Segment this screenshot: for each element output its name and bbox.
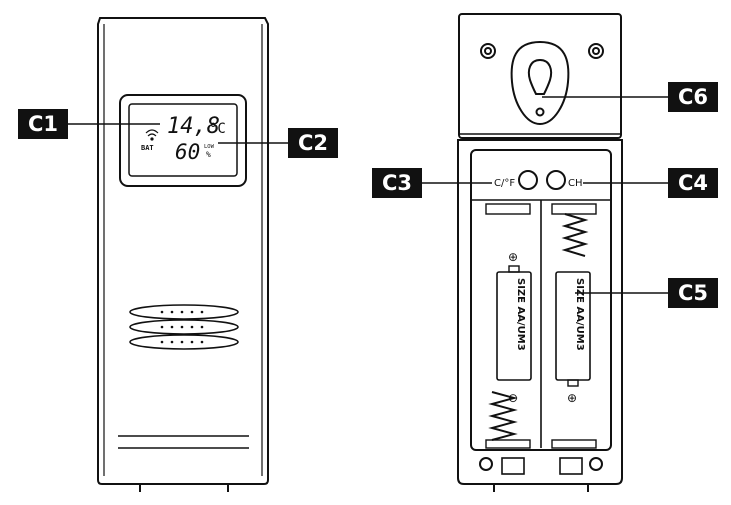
callout-c2: C2 [288,128,338,158]
signal-icon [145,129,159,141]
back-top-cap [458,13,622,139]
speaker-dots [160,310,204,344]
speaker-slot-2 [129,319,239,335]
lcd-humidity-top: LOW [204,144,215,150]
lcd-humidity: 60 [175,140,200,164]
speaker-slot-3 [129,334,239,350]
lcd-humidity-unit: % [206,150,211,159]
speaker-slot-1 [129,304,239,320]
screw-left-center [484,47,492,55]
front-housing [97,17,269,485]
back-housing [457,139,623,485]
screw-left [480,43,496,59]
battery-label-left: SIZE AA/UM3 [515,278,526,351]
back-device [457,13,623,492]
callout-c6: C6 [668,82,718,112]
polarity-minus-left: ⊖ [508,391,518,405]
speaker-grill [129,304,239,350]
callout-c5: C5 [668,278,718,308]
switch-label-unit: C/°F [494,178,515,189]
polarity-plus-left: ⊕ [508,250,518,264]
callout-c4: C4 [668,168,718,198]
keyhole-slot [527,58,553,95]
latch-left [501,457,525,475]
spring-bottom-left [488,391,518,441]
lcd-temperature: 14,8 [167,114,220,139]
callout-c1: C1 [18,109,68,139]
unit-switch-button [518,170,538,190]
hanger-hole [535,107,545,117]
callout-c3: C3 [372,168,422,198]
latch-right [559,457,583,475]
battery-compartment [470,149,612,451]
contact-top-left [485,203,531,215]
battery-label-right: SIZE AA/UM3 [574,278,585,351]
wall-hanger-outer [510,40,570,126]
leader-lines [68,96,668,294]
bottom-screw-right [589,457,603,471]
front-device [97,17,269,492]
screw-right [588,43,604,59]
switch-label-channel: CH [568,178,583,189]
screw-right-center [592,47,600,55]
contact-bottom-left [485,439,531,449]
lcd-content: 14,8 °C 60 LOW % BAT [141,114,226,164]
back-labels: C/°F CH ⊕ ⊖ ⊕ SIZE AA/UM3 SIZE AA/UM3 [494,178,585,405]
spring-top-right [561,213,589,257]
lcd-temp-unit: °C [209,121,226,137]
contact-bottom-right [551,439,597,449]
channel-switch-button [546,170,566,190]
display-lcd [128,103,238,177]
display-bezel [119,94,247,187]
polarity-plus-right: ⊕ [567,391,577,405]
lcd-battery-label: BAT [141,144,154,152]
bottom-screw-left [479,457,493,471]
contact-top-right [551,203,597,215]
